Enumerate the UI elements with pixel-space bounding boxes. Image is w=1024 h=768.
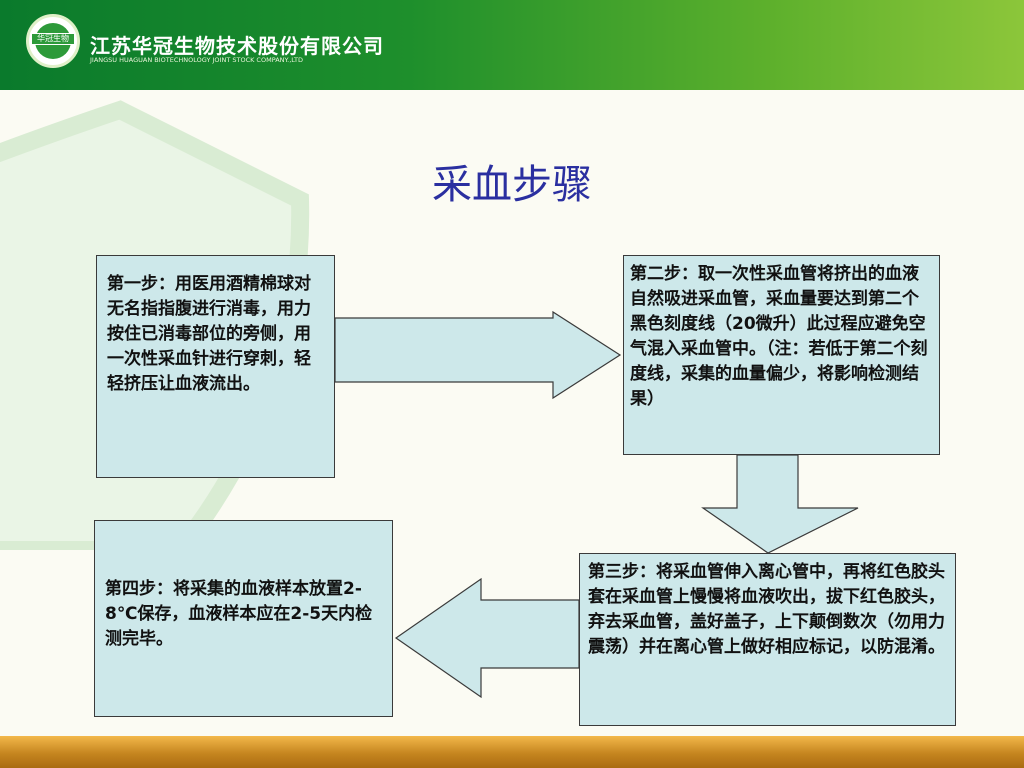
- arrow-left: [394, 577, 580, 699]
- step-1-text: 第一步：用医用酒精棉球对无名指指腹进行消毒，用力按住已消毒部位的旁侧，用一次性采…: [107, 274, 311, 394]
- logo-band: 华冠生物: [31, 33, 75, 45]
- company-name-cn: 江苏华冠生物技术股份有限公司: [90, 34, 384, 58]
- header-bar: 华冠生物 江苏华冠生物技术股份有限公司 JIANGSU HUAGUAN BIOT…: [0, 0, 1024, 90]
- company-logo: 华冠生物: [26, 14, 80, 68]
- step-3-box: 第三步：将采血管伸入离心管中，再将红色胶头套在采血管上慢慢将血液吹出，拔下红色胶…: [579, 553, 956, 726]
- step-2-box: 第二步：取一次性采血管将挤出的血液自然吸进采血管，采血量要达到第二个黑色刻度线（…: [623, 255, 940, 455]
- step-4-text: 第四步：将采集的血液样本放置2-8℃保存，血液样本应在2-5天内检测完毕。: [105, 579, 373, 649]
- bottom-band: [0, 736, 1024, 768]
- arrow-down: [701, 454, 859, 554]
- logo-text: 华冠生物: [37, 34, 69, 43]
- step-1-box: 第一步：用医用酒精棉球对无名指指腹进行消毒，用力按住已消毒部位的旁侧，用一次性采…: [96, 255, 335, 478]
- step-3-text: 第三步：将采血管伸入离心管中，再将红色胶头套在采血管上慢慢将血液吹出，拔下红色胶…: [588, 562, 945, 657]
- step-2-text: 第二步：取一次性采血管将挤出的血液自然吸进采血管，采血量要达到第二个黑色刻度线（…: [630, 264, 928, 409]
- step-4-box: 第四步：将采集的血液样本放置2-8℃保存，血液样本应在2-5天内检测完毕。: [94, 520, 393, 717]
- slide-title: 采血步骤: [432, 162, 592, 208]
- company-name-en: JIANGSU HUAGUAN BIOTECHNOLOGY JOINT STOC…: [90, 56, 303, 64]
- arrow-right: [334, 310, 622, 400]
